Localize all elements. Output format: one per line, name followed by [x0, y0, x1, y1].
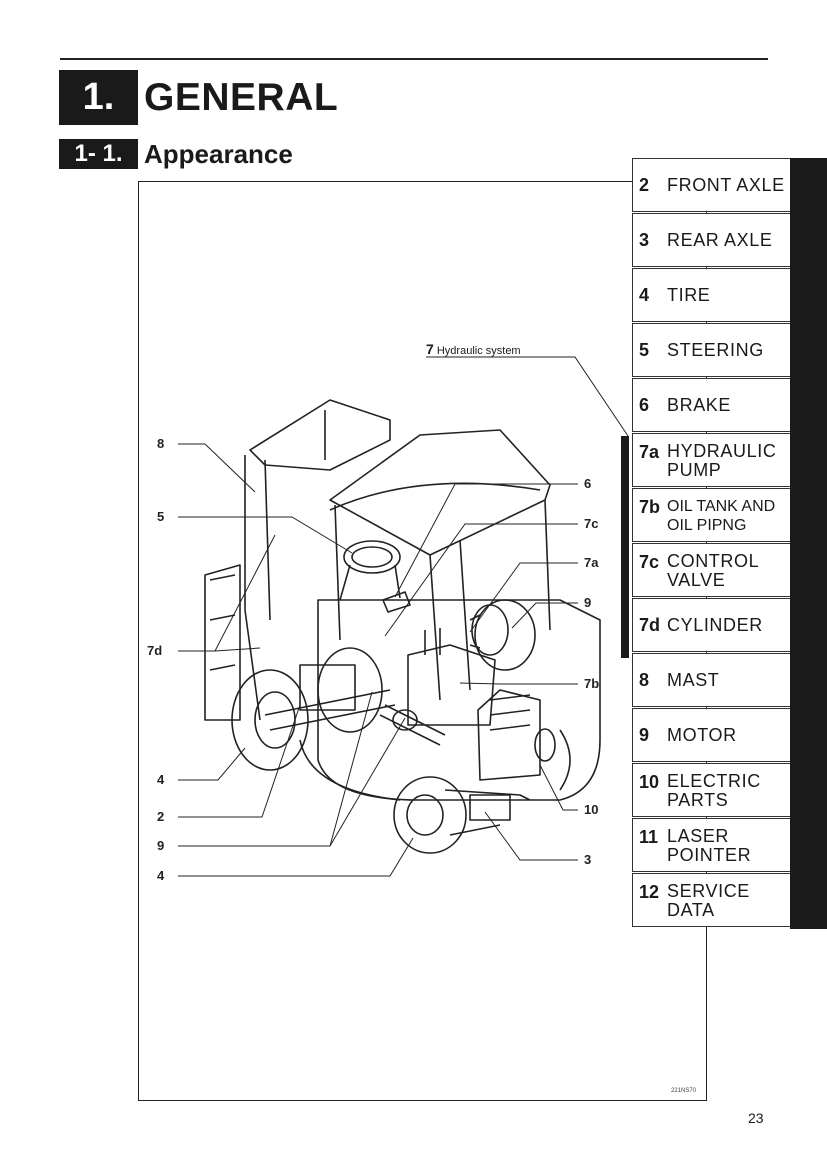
figure-code: 221NS70	[670, 1088, 696, 1094]
callout-9-pump-motor: 9	[584, 595, 592, 610]
brake-pedal	[382, 591, 411, 613]
front-wheel-right	[317, 647, 383, 733]
tab-marker	[790, 873, 827, 929]
controller	[477, 689, 541, 781]
callout-5-steering: 5	[157, 509, 165, 524]
tab-marker	[790, 213, 827, 269]
tab-marker	[790, 378, 827, 434]
callout-9-motor: 9	[157, 838, 165, 853]
tab-marker	[790, 323, 827, 379]
callout-2-front-axle: 2	[157, 809, 165, 824]
chapter-title: GENERAL	[144, 76, 339, 119]
pump-motor	[474, 599, 536, 671]
tab-marker	[790, 433, 827, 489]
tab-marker	[790, 598, 827, 654]
tab-marker	[790, 818, 827, 874]
callout-3-rear-axle: 3	[584, 852, 592, 867]
hydraulic-system-label: 7 Hydraulic system	[426, 341, 521, 357]
callout-8-mast: 8	[157, 436, 165, 451]
callout-7d-cylinder: 7d	[147, 643, 163, 658]
page-number: 23	[748, 1110, 764, 1126]
section-number: 1- 1.	[59, 139, 138, 169]
oil-tank	[407, 644, 496, 726]
steering-wheel	[343, 540, 401, 574]
front-wheel-left	[231, 669, 309, 771]
callout-7b-oil-tank: 7b	[584, 676, 600, 691]
tab-marker	[790, 268, 827, 324]
tab-marker	[790, 158, 827, 214]
mast	[244, 399, 391, 721]
chapter-number: 1.	[59, 70, 138, 125]
tab-marker	[790, 653, 827, 709]
section-title: Appearance	[144, 139, 293, 169]
tab-marker	[790, 763, 827, 819]
active-section-indicator	[621, 436, 629, 658]
callout-7a-pump: 7a	[584, 555, 599, 570]
tab-marker	[790, 488, 827, 544]
callout-7c-control-valve: 7c	[584, 516, 599, 531]
callout-4-tire-rear: 4	[157, 868, 165, 883]
callout-10-electric: 10	[584, 802, 599, 817]
truck-body	[317, 599, 601, 801]
callout-4-tire: 4	[157, 772, 165, 787]
overhead-guard	[329, 429, 551, 556]
tab-marker	[790, 543, 827, 599]
tab-marker	[790, 708, 827, 764]
top-rule	[60, 58, 768, 60]
callout-6-brake: 6	[584, 476, 592, 491]
rear-wheel	[393, 776, 467, 854]
